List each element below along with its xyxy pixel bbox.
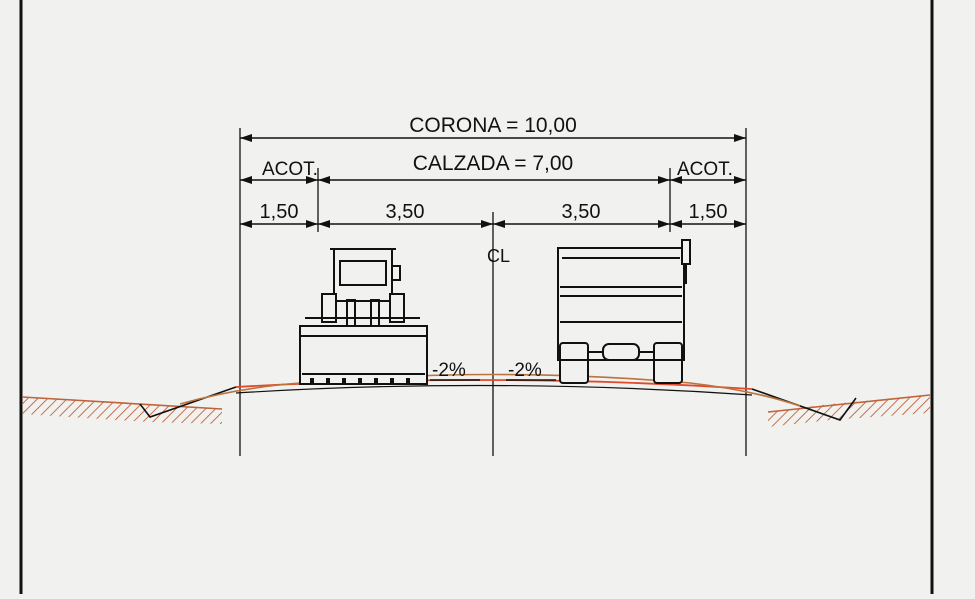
dump-truck-icon <box>557 239 691 384</box>
calzada-label: CALZADA = 7,00 <box>413 152 574 175</box>
acot-right-label: ACOT. <box>677 159 733 180</box>
acot-left-label: ACOT. <box>262 159 318 180</box>
centerline-label: CL <box>487 246 510 266</box>
right-ditch <box>751 388 857 421</box>
seg-2-label: 3,50 <box>386 201 425 223</box>
slope-left-label: -2% <box>432 360 466 381</box>
seg-1-label: 1,50 <box>260 201 299 223</box>
seg-3-label: 3,50 <box>562 201 601 223</box>
base-line <box>235 384 753 396</box>
slope-right-label: -2% <box>508 360 542 381</box>
corona-label: CORONA = 10,00 <box>409 114 577 137</box>
front-loader-icon <box>299 248 428 385</box>
subgrade-line <box>179 373 801 407</box>
terrain-hatch <box>21 394 931 427</box>
seg-4-label: 1,50 <box>689 201 728 223</box>
